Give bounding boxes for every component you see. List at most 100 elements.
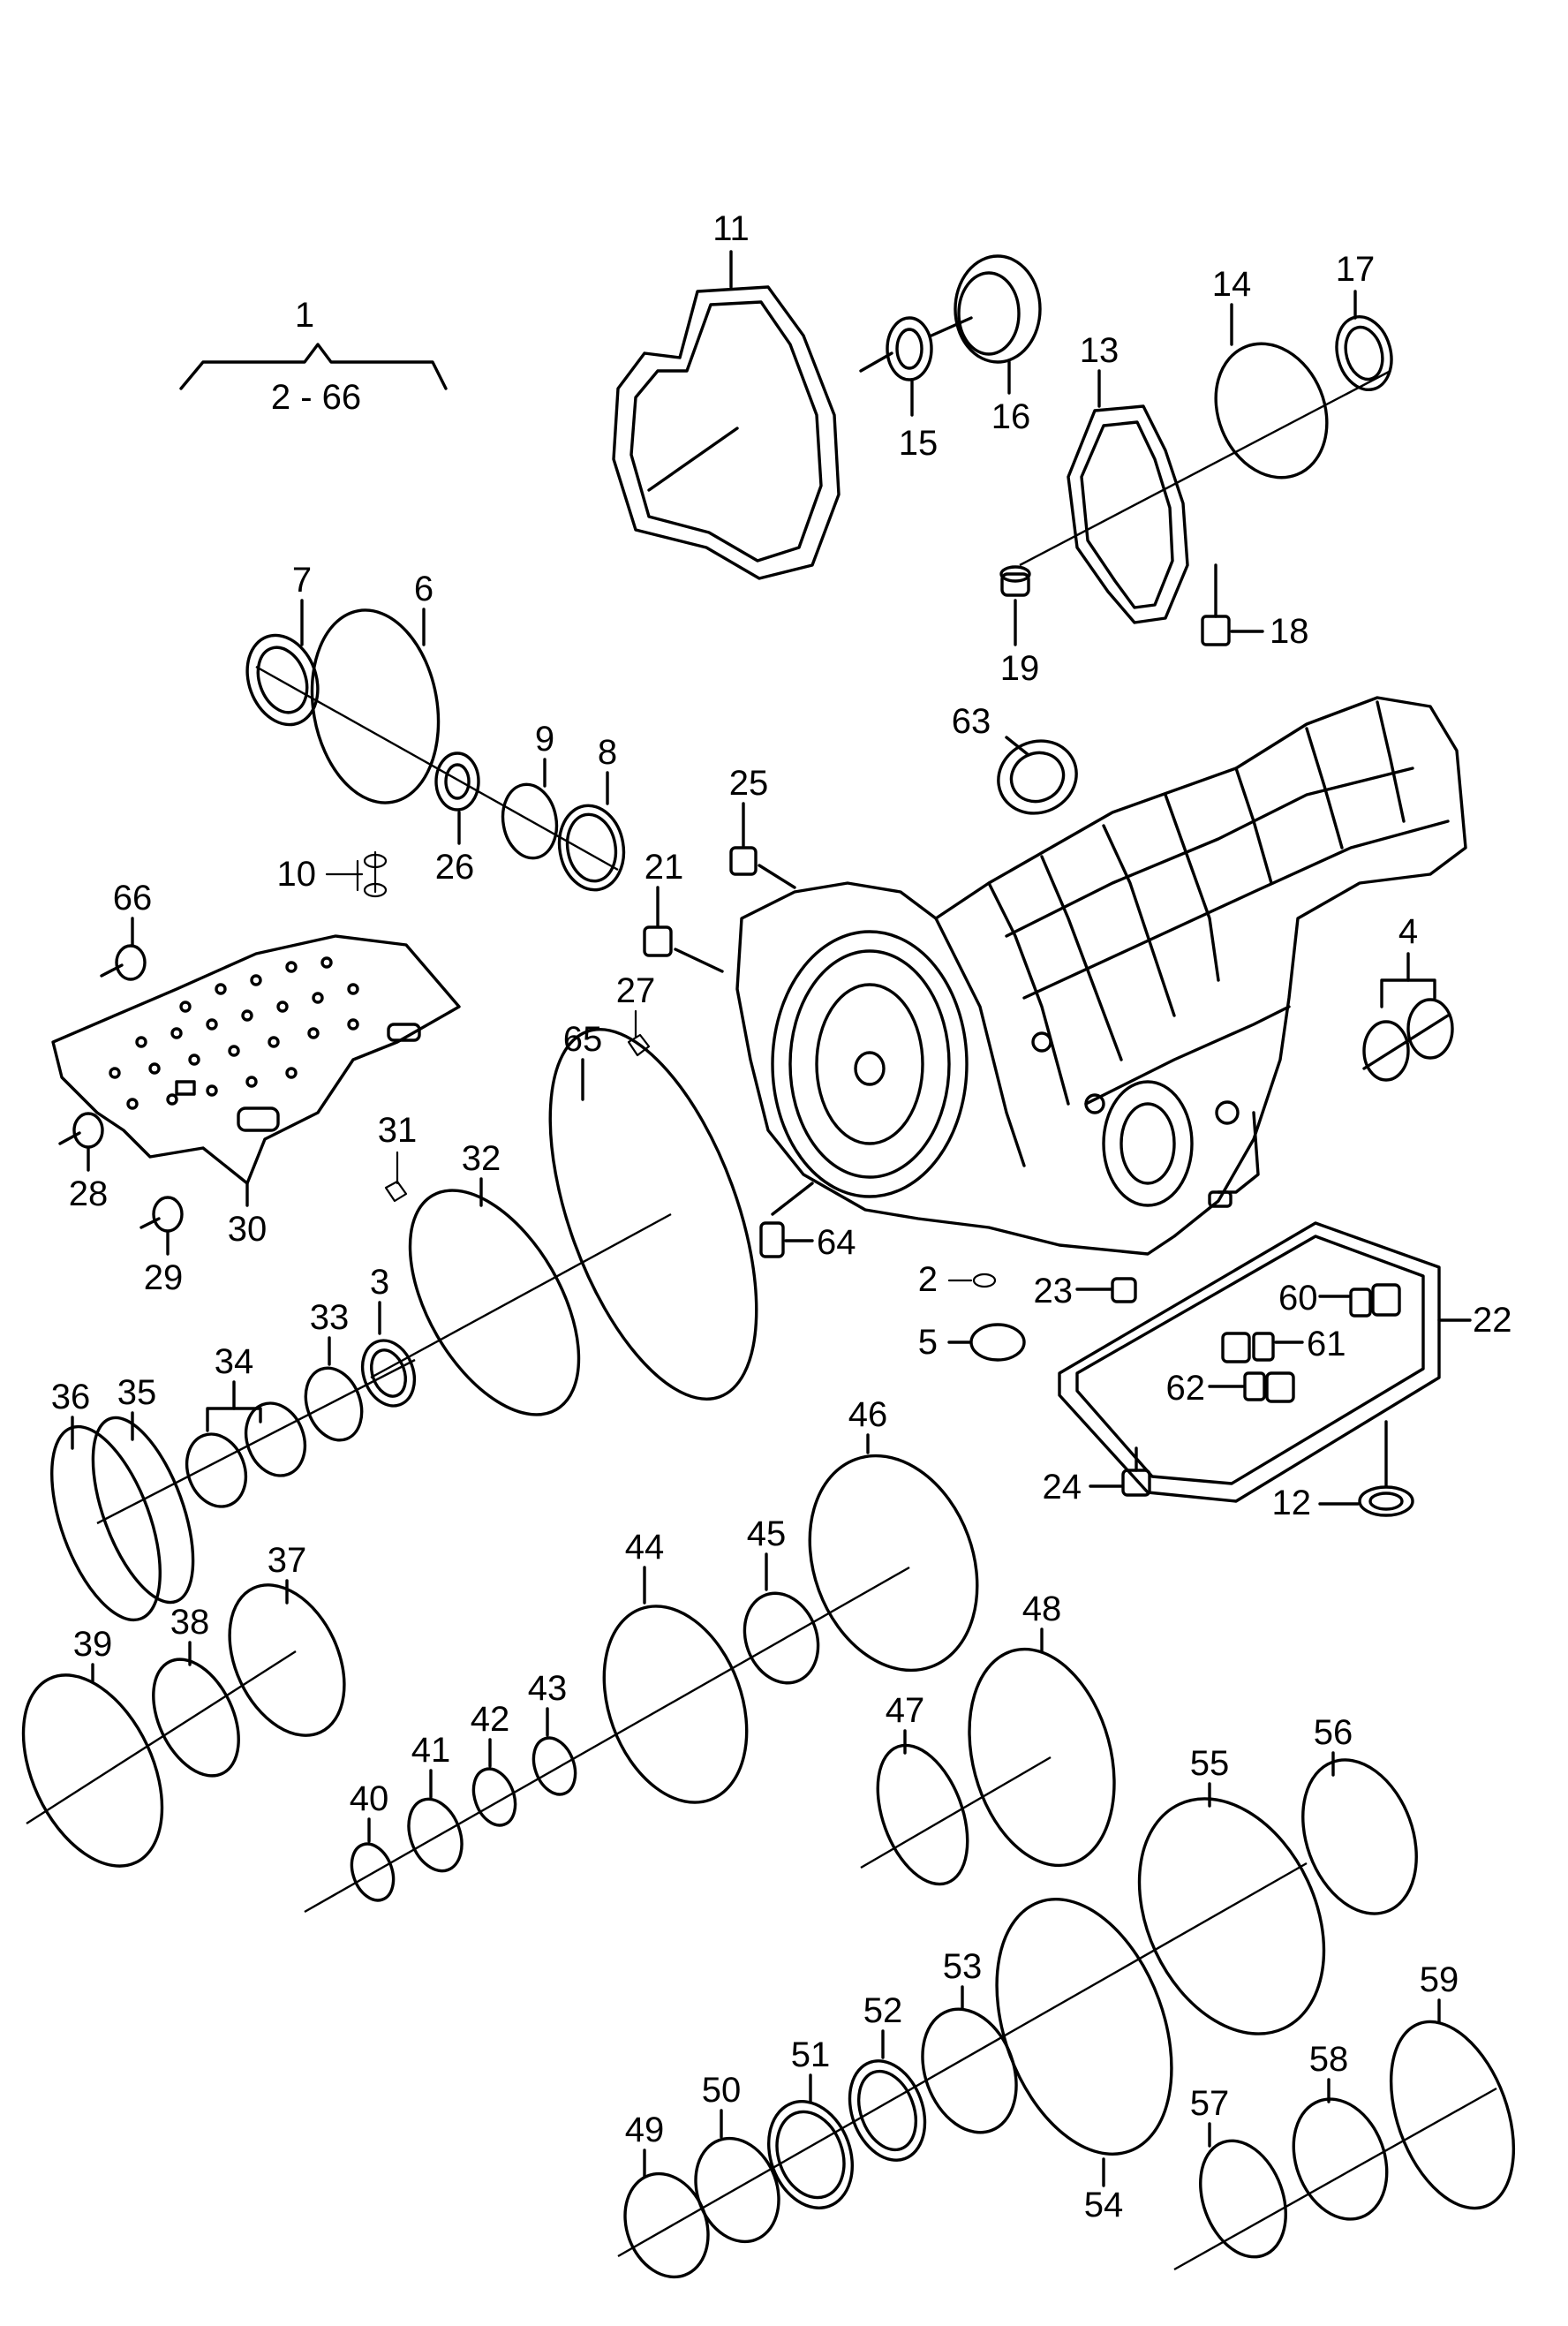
seal-26 <box>434 751 480 845</box>
label-44: 44 <box>625 1528 665 1567</box>
separator-plate-30 <box>51 934 461 1207</box>
o-ring-48 <box>968 1627 1116 1868</box>
clip-27 <box>627 1009 651 1057</box>
label-33: 33 <box>310 1298 350 1337</box>
seal-7 <box>245 599 320 727</box>
label-61: 61 <box>1307 1325 1346 1363</box>
label-11: 11 <box>712 209 750 248</box>
label-15: 15 <box>899 424 939 463</box>
transmission-housing-gasket <box>612 250 841 580</box>
cover-gasket-13 <box>1067 369 1189 624</box>
label-29: 29 <box>144 1258 184 1297</box>
seal-15 <box>859 316 933 417</box>
o-ring-58 <box>1292 2078 1389 2221</box>
label-37: 37 <box>268 1541 307 1580</box>
o-ring-38 <box>152 1641 240 1778</box>
label-14: 14 <box>1212 265 1252 304</box>
o-ring-45 <box>743 1552 820 1685</box>
plug-23 <box>1075 1277 1137 1303</box>
o-ring-41 <box>407 1769 464 1873</box>
label-31: 31 <box>378 1111 418 1150</box>
seal-12 <box>1318 1420 1414 1517</box>
label-32: 32 <box>462 1139 501 1178</box>
group-number: 1 <box>295 296 314 335</box>
label-47: 47 <box>886 1691 925 1730</box>
label-17: 17 <box>1336 250 1376 289</box>
o-ring-49 <box>623 2149 710 2279</box>
plug-19 <box>999 565 1031 646</box>
o-ring-50 <box>694 2109 780 2244</box>
label-35: 35 <box>117 1373 157 1412</box>
o-ring-56 <box>1301 1751 1418 1915</box>
o-ring-32 <box>408 1177 581 1416</box>
o-ring-14 <box>1214 303 1329 480</box>
label-40: 40 <box>350 1779 389 1818</box>
label-9: 9 <box>535 720 554 759</box>
label-51: 51 <box>791 2035 831 2074</box>
label-53: 53 <box>943 1947 983 1986</box>
o-rings-34 <box>185 1380 307 1508</box>
plug-5 <box>947 1323 1026 1362</box>
filter-60 <box>1318 1283 1401 1318</box>
plug-25 <box>729 802 796 889</box>
label-13: 13 <box>1080 331 1119 370</box>
washer-2 <box>947 1273 997 1288</box>
label-58: 58 <box>1309 2040 1349 2079</box>
o-ring-47 <box>876 1729 969 1886</box>
filter-62 <box>1208 1371 1295 1403</box>
label-27: 27 <box>616 971 656 1010</box>
label-62: 62 <box>1166 1369 1206 1408</box>
label-63: 63 <box>952 702 991 741</box>
label-57: 57 <box>1190 2084 1230 2123</box>
label-42: 42 <box>471 1700 510 1739</box>
label-3: 3 <box>370 1263 389 1302</box>
o-ring-44 <box>602 1566 749 1804</box>
label-36: 36 <box>51 1378 91 1416</box>
seal-63 <box>997 736 1078 815</box>
label-7: 7 <box>292 561 312 600</box>
o-ring-55 <box>1137 1782 1326 2035</box>
label-4: 4 <box>1398 912 1418 951</box>
label-2: 2 <box>918 1260 938 1299</box>
label-56: 56 <box>1314 1713 1353 1752</box>
label-34: 34 <box>215 1342 254 1381</box>
plug-18 <box>1201 563 1264 646</box>
snap-ring-66 <box>100 917 147 981</box>
transmission-assembly <box>735 696 1467 1256</box>
label-23: 23 <box>1034 1272 1074 1310</box>
label-10: 10 <box>277 855 317 894</box>
o-ring-9 <box>501 758 559 860</box>
label-22: 22 <box>1473 1301 1512 1340</box>
seal-8 <box>557 771 626 892</box>
label-18: 18 <box>1270 612 1309 651</box>
o-ring-40 <box>350 1817 396 1902</box>
o-ring-42 <box>471 1738 517 1827</box>
label-38: 38 <box>170 1603 210 1642</box>
label-5: 5 <box>918 1323 938 1362</box>
label-60: 60 <box>1278 1279 1318 1318</box>
o-ring-43 <box>531 1707 577 1796</box>
o-ring-59 <box>1389 1998 1516 2210</box>
label-59: 59 <box>1420 1960 1459 1999</box>
label-43: 43 <box>528 1669 568 1708</box>
label-24: 24 <box>1043 1468 1082 1507</box>
oil-pan-gasket-22 <box>1058 1221 1472 1503</box>
label-54: 54 <box>1084 2186 1124 2224</box>
seal-17 <box>1335 290 1393 392</box>
label-19: 19 <box>1000 649 1040 688</box>
snap-ring-28 <box>58 1112 104 1172</box>
o-ring-33 <box>304 1336 364 1442</box>
plug-21 <box>643 886 724 973</box>
o-ring-37 <box>228 1579 346 1737</box>
seal-35 <box>91 1411 195 1605</box>
label-65: 65 <box>563 1020 603 1059</box>
o-ring-57 <box>1199 2122 1287 2259</box>
label-48: 48 <box>1022 1590 1062 1628</box>
group-bracket: 1 2 - 66 <box>179 296 448 417</box>
clip-31 <box>384 1151 408 1203</box>
rings-4 <box>1362 952 1454 1082</box>
label-39: 39 <box>73 1625 113 1664</box>
o-ring-65 <box>548 1028 758 1401</box>
clip-10 <box>325 850 388 898</box>
